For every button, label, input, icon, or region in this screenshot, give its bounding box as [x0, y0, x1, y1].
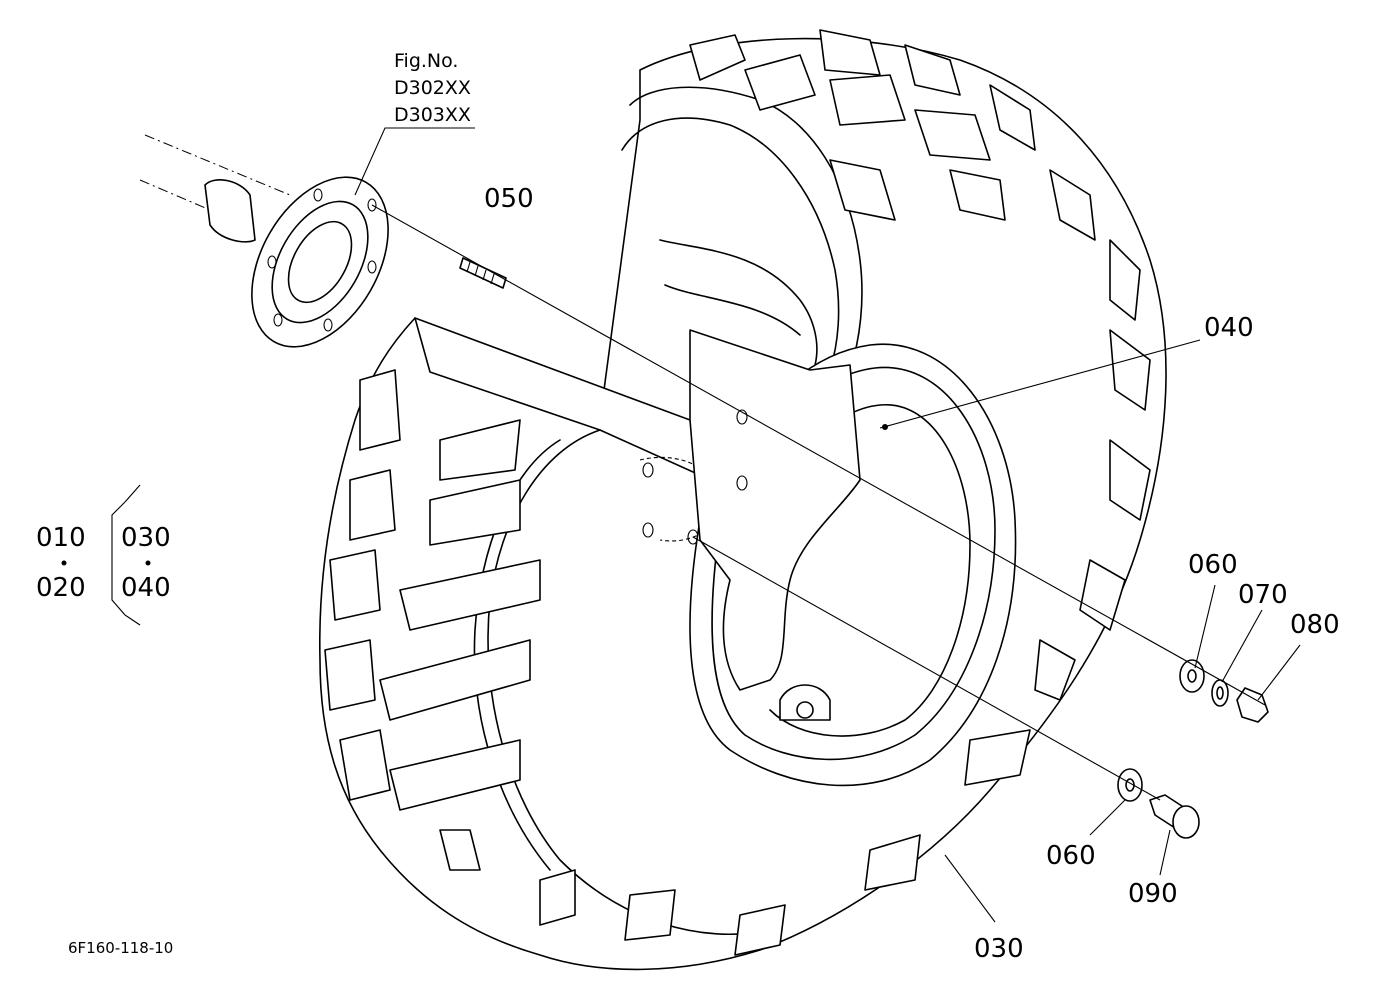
part-callouts: 050 040 060 070 080 060 090 030	[484, 184, 1340, 964]
figure-number-2: D303XX	[394, 104, 471, 126]
group-left-top: 010	[36, 523, 86, 553]
callout-060-lower: 060	[1046, 841, 1096, 871]
assembly-group: 010 020 030 040	[36, 523, 171, 603]
group-left-bottom: 020	[36, 573, 86, 603]
group-right-bottom: 040	[121, 573, 171, 603]
callout-080: 080	[1290, 610, 1340, 640]
axle-hub	[139, 134, 389, 348]
assembly-lines	[371, 204, 1266, 801]
figure-reference: Fig.No. D302XX D303XX	[394, 50, 471, 126]
callout-040: 040	[1204, 313, 1254, 343]
wheel-rim	[689, 329, 1017, 787]
tread-lugs	[324, 29, 1151, 956]
callout-070: 070	[1238, 580, 1288, 610]
group-right-top: 030	[121, 523, 171, 553]
figure-heading: Fig.No.	[394, 50, 458, 72]
leader-lines	[111, 127, 1301, 923]
callout-050: 050	[484, 184, 534, 214]
callout-060-upper: 060	[1188, 550, 1238, 580]
wheel-stud-050	[459, 257, 507, 289]
drawing-code: 6F160-118-10	[68, 939, 173, 957]
callout-030: 030	[974, 934, 1024, 964]
figure-number-1: D302XX	[394, 77, 471, 99]
fasteners	[1117, 659, 1269, 839]
callout-090: 090	[1128, 879, 1178, 909]
